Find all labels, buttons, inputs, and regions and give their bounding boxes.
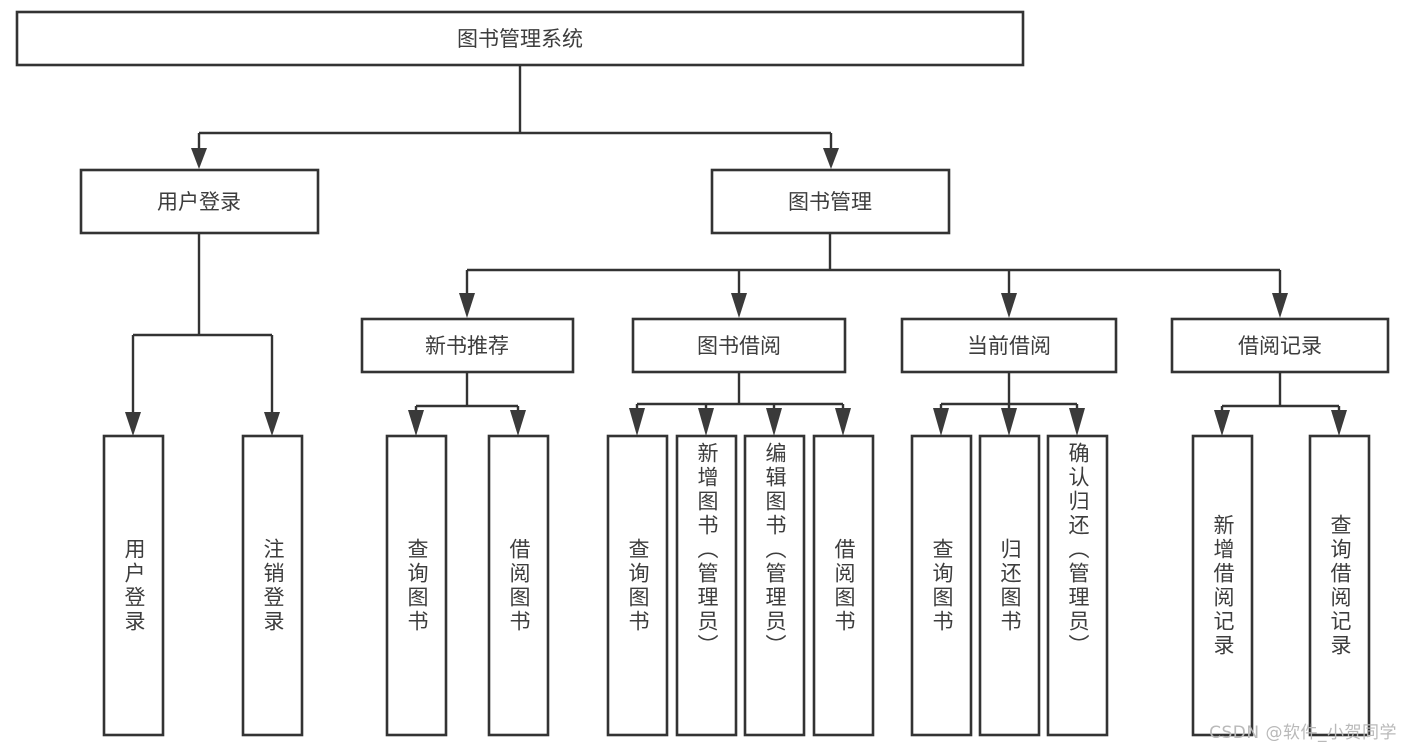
node-root[interactable]: 图书管理系统: [15, 10, 1025, 67]
leaf-confirm-return-box[interactable]: [1046, 434, 1109, 737]
node-borrow-record-box[interactable]: [1170, 317, 1390, 374]
node-new-book-recommend[interactable]: 新书推荐: [360, 317, 575, 374]
leaf-query-book-2-box[interactable]: [606, 434, 669, 737]
arrow-leaf-borrow-book-2: [835, 408, 851, 436]
edge-book-borrow-to-leaves: [629, 372, 851, 436]
leaf-edit-book-box[interactable]: [743, 434, 806, 737]
arrow-leaf-add-record: [1214, 410, 1230, 436]
node-current-borrow-box[interactable]: [900, 317, 1118, 374]
node-borrow-record-label: 借阅记录: [1238, 334, 1322, 358]
leaf-query-book-3-box[interactable]: [910, 434, 973, 737]
edge-user-login-to-leaves: [125, 233, 280, 436]
arrow-to-user-login: [191, 148, 207, 169]
leaf-query-record-box[interactable]: [1308, 434, 1371, 737]
node-book-manage-label: 图书管理: [788, 190, 872, 214]
arrow-to-new-book-recommend: [459, 293, 475, 318]
node-book-borrow-box[interactable]: [631, 317, 847, 374]
node-borrow-record[interactable]: 借阅记录: [1170, 317, 1390, 374]
node-current-borrow-label: 当前借阅: [967, 334, 1051, 358]
node-user-login-label: 用户登录: [157, 190, 241, 214]
leaf-user-login-box[interactable]: [102, 434, 165, 737]
arrow-leaf-borrow-book-1: [510, 410, 526, 436]
arrow-leaf-edit-book: [766, 408, 782, 436]
leaf-return-book-box[interactable]: [978, 434, 1041, 737]
node-book-borrow-label: 图书借阅: [697, 334, 781, 358]
edge-root-to-level2: [191, 65, 839, 169]
node-root-box[interactable]: [15, 10, 1025, 67]
node-book-manage[interactable]: 图书管理: [710, 168, 951, 235]
node-current-borrow[interactable]: 当前借阅: [900, 317, 1118, 374]
arrow-to-current-borrow: [1001, 293, 1017, 318]
node-book-borrow[interactable]: 图书借阅: [631, 317, 847, 374]
edge-borrow-record-to-leaves: [1214, 372, 1347, 436]
arrow-to-book-borrow: [731, 293, 747, 318]
arrow-leaf-query-book-2: [629, 408, 645, 436]
node-new-book-recommend-label: 新书推荐: [425, 334, 509, 358]
leaf-borrow-book-2-box[interactable]: [812, 434, 875, 737]
leaf-add-record-box[interactable]: [1191, 434, 1254, 737]
node-book-manage-box[interactable]: [710, 168, 951, 235]
arrow-leaf-user-login: [125, 412, 141, 436]
edge-current-borrow-to-leaves: [933, 372, 1085, 436]
arrow-leaf-add-book: [698, 408, 714, 436]
watermark: CSDN @软件_小贺同学: [1209, 723, 1397, 743]
arrow-to-book-manage: [823, 148, 839, 169]
node-root-label: 图书管理系统: [457, 27, 583, 51]
arrow-leaf-query-record: [1331, 410, 1347, 436]
arrow-leaf-query-book-1: [408, 410, 424, 436]
leaf-logout-login-box[interactable]: [241, 434, 304, 737]
node-user-login[interactable]: 用户登录: [79, 168, 320, 235]
arrow-leaf-query-book-3: [933, 408, 949, 436]
arrow-leaf-confirm-return: [1069, 408, 1085, 436]
leaf-borrow-book-1-box[interactable]: [487, 434, 550, 737]
arrow-leaf-logout-login: [264, 412, 280, 436]
leaf-add-book-box[interactable]: [675, 434, 738, 737]
edge-book-manage-to-level3: [459, 233, 1288, 318]
arrow-to-borrow-record: [1272, 293, 1288, 318]
leaf-query-book-1-box[interactable]: [385, 434, 448, 737]
arrow-leaf-return-book: [1001, 408, 1017, 436]
node-new-book-recommend-box[interactable]: [360, 317, 575, 374]
edge-new-book-recommend-to-leaves: [408, 372, 526, 436]
